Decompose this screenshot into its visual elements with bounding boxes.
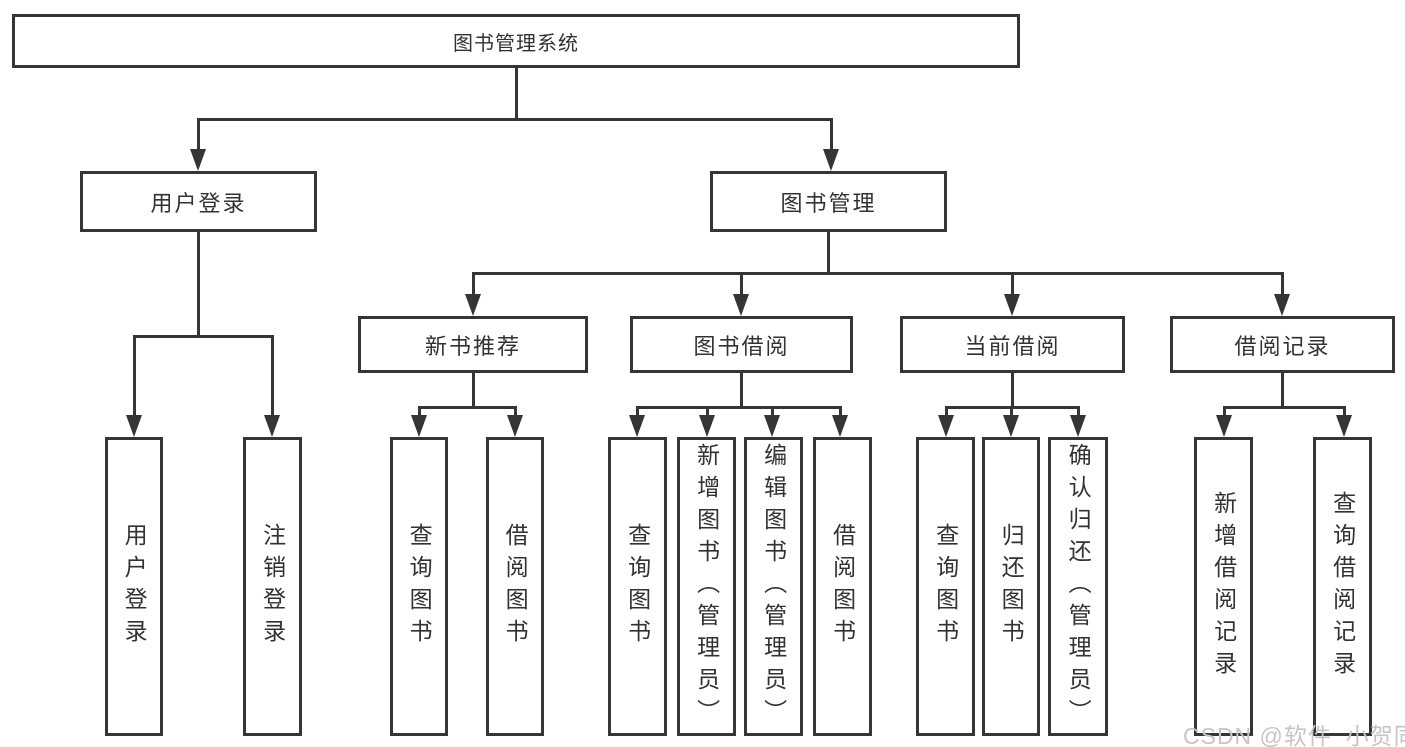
connector-current-borrow-stem [1011,373,1014,409]
node-nb-query-book: 查询图书 [390,437,448,736]
connector-drop-book-borrow [740,275,743,294]
connector-new-book-rec-stem [472,373,475,409]
node-cb-confirm-return: 确认归还（管理员） [1048,437,1108,736]
arrow-down-icon [126,415,142,437]
csdn-watermark: CSDN @软件_小贺同学 [1183,723,1405,747]
node-new-book-rec: 新书推荐 [358,316,588,373]
node-borrow-records-label: 借阅记录 [1234,333,1331,359]
connector-book-mgmt-bus [472,272,1284,275]
connector-user-login-group-stem [197,232,200,338]
node-cb-return-book-label: 归还图书 [998,522,1025,651]
node-br-add-record: 新增借阅记录 [1194,437,1253,736]
arrow-down-icon [699,415,715,437]
connector-book-borrow-bus [636,406,842,409]
node-br-query-record-label: 查询借阅记录 [1329,490,1356,683]
connector-drop-bb-query [636,409,639,415]
node-bb-edit-book-label: 编辑图书（管理员） [760,442,787,731]
node-user-login-group-label: 用户登录 [150,190,247,216]
arrow-down-icon [264,415,280,437]
arrow-down-icon [764,415,780,437]
node-bb-borrow-book-label: 借阅图书 [829,522,856,651]
node-nb-borrow-book-label: 借阅图书 [502,522,529,651]
connector-current-borrow-bus [945,406,1080,409]
node-user-login: 用户登录 [105,437,163,736]
node-book-mgmt: 图书管理 [710,171,947,232]
node-book-borrow: 图书借阅 [630,316,853,373]
node-br-query-record: 查询借阅记录 [1313,437,1372,736]
node-bb-query-book: 查询图书 [608,437,667,736]
node-br-add-record-label: 新增借阅记录 [1210,490,1237,683]
node-borrow-records: 借阅记录 [1170,316,1395,373]
node-book-borrow-label: 图书借阅 [693,333,790,359]
node-cb-query-book-label: 查询图书 [932,522,959,651]
node-nb-borrow-book: 借阅图书 [486,437,544,736]
connector-book-mgmt-stem [827,232,830,275]
connector-root-bus [197,118,833,121]
arrow-down-icon [1003,415,1019,437]
connector-book-borrow-stem [740,373,743,409]
connector-new-book-rec-bus [418,406,517,409]
node-cb-confirm-return-label: 确认归还（管理员） [1065,442,1092,731]
arrow-down-icon [823,149,839,171]
connector-drop-borrow-records [1281,275,1284,294]
arrow-down-icon [1004,294,1020,316]
arrow-down-icon [411,415,427,437]
connector-drop-book-mgmt [830,121,833,149]
arrow-down-icon [733,294,749,316]
connector-drop-br-add [1223,409,1226,415]
node-cb-query-book: 查询图书 [916,437,975,736]
node-current-borrow-label: 当前借阅 [964,333,1061,359]
connector-drop-bb-add [706,409,709,415]
arrow-down-icon [190,149,206,171]
connector-borrow-records-bus [1223,406,1346,409]
node-bb-borrow-book: 借阅图书 [813,437,872,736]
arrow-down-icon [938,415,954,437]
connector-drop-logout [271,338,274,415]
connector-borrow-records-stem [1281,373,1284,409]
node-root-label: 图书管理系统 [453,32,579,55]
node-logout-label: 注销登录 [259,522,286,651]
arrow-down-icon [629,415,645,437]
node-current-borrow: 当前借阅 [900,316,1125,373]
arrow-down-icon [1336,415,1352,437]
connector-drop-cb-query [945,409,948,415]
connector-drop-br-query [1343,409,1346,415]
node-root: 图书管理系统 [12,14,1020,68]
connector-drop-user-login [133,338,136,415]
node-bb-edit-book: 编辑图书（管理员） [744,437,803,736]
connector-user-login-group-bus [133,335,274,338]
arrow-down-icon [1216,415,1232,437]
node-bb-add-book-label: 新增图书（管理员） [693,442,720,731]
connector-drop-user-login-group [197,121,200,149]
connector-drop-current-borrow [1011,275,1014,294]
connector-drop-nb-borrow [514,409,517,415]
connector-drop-new-book-rec [472,275,475,294]
node-user-login-label: 用户登录 [121,522,148,651]
connector-drop-cb-return [1010,409,1013,415]
node-bb-add-book: 新增图书（管理员） [677,437,736,736]
node-bb-query-book-label: 查询图书 [624,522,651,651]
node-logout: 注销登录 [243,437,302,736]
connector-drop-bb-borrow [839,409,842,415]
node-cb-return-book: 归还图书 [982,437,1040,736]
node-nb-query-book-label: 查询图书 [406,522,433,651]
node-book-mgmt-label: 图书管理 [780,190,877,216]
arrow-down-icon [465,294,481,316]
arrow-down-icon [1070,415,1086,437]
node-new-book-rec-label: 新书推荐 [424,333,521,359]
connector-drop-nb-query [418,409,421,415]
node-user-login-group: 用户登录 [80,171,317,232]
connector-drop-cb-confirm [1077,409,1080,415]
arrow-down-icon [507,415,523,437]
connector-drop-bb-edit [771,409,774,415]
connector-root-stem [515,68,518,121]
arrow-down-icon [832,415,848,437]
arrow-down-icon [1274,294,1290,316]
